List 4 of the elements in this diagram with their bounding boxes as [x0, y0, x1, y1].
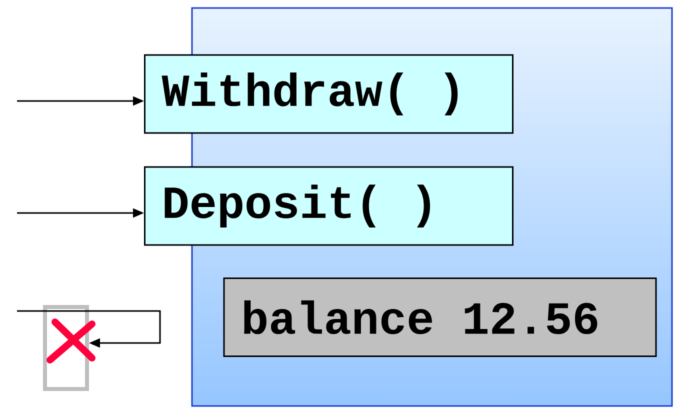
arrow [17, 310, 161, 348]
method-box: Withdraw( ) [144, 54, 514, 134]
method-box: Deposit( ) [144, 166, 514, 246]
field-box: balance 12.56 [223, 278, 657, 357]
